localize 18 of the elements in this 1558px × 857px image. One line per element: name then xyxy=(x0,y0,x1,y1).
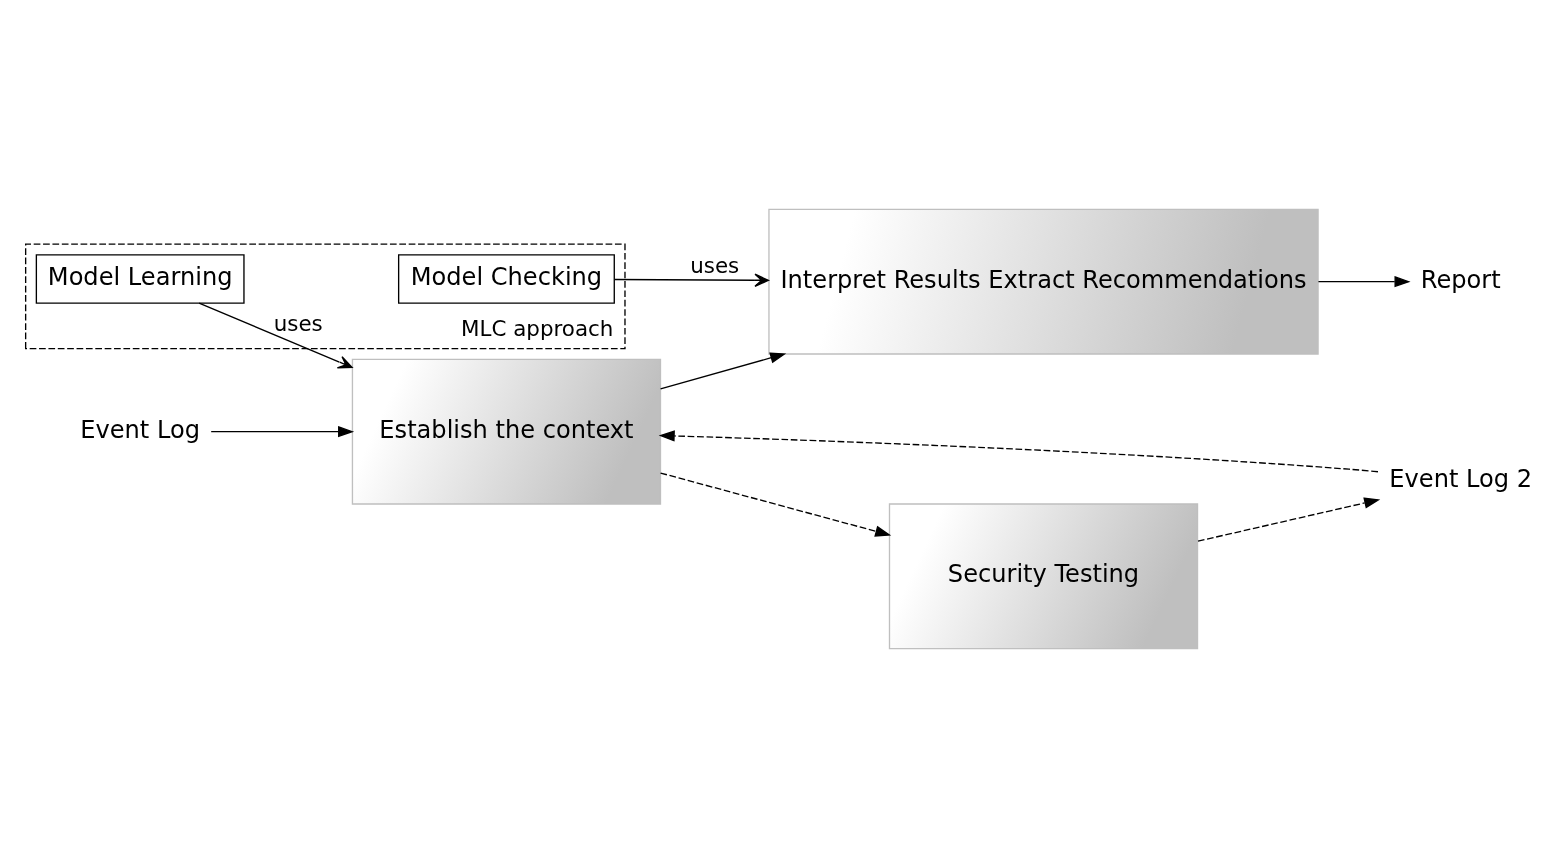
arrow xyxy=(613,273,770,287)
node-text: Report xyxy=(1420,265,1501,294)
node-box: Security Testing xyxy=(888,502,1199,649)
arrow xyxy=(210,425,355,437)
edge-label: uses xyxy=(273,310,323,336)
node-box: Model Checking xyxy=(397,253,615,304)
node-text: Event Log xyxy=(80,415,201,444)
edge-label: uses xyxy=(690,252,740,278)
node-text: Event Log 2 xyxy=(1389,464,1533,493)
node-box: Interpret Results Extract Recommendations xyxy=(768,208,1319,355)
arrow xyxy=(659,351,787,389)
arrow xyxy=(658,429,1379,472)
arrow xyxy=(198,302,353,368)
arrow xyxy=(659,471,892,537)
arrow xyxy=(1317,275,1411,287)
node-box: Model Learning xyxy=(35,253,245,304)
arrow xyxy=(1197,497,1381,542)
node-box: Establish the context xyxy=(351,358,662,505)
